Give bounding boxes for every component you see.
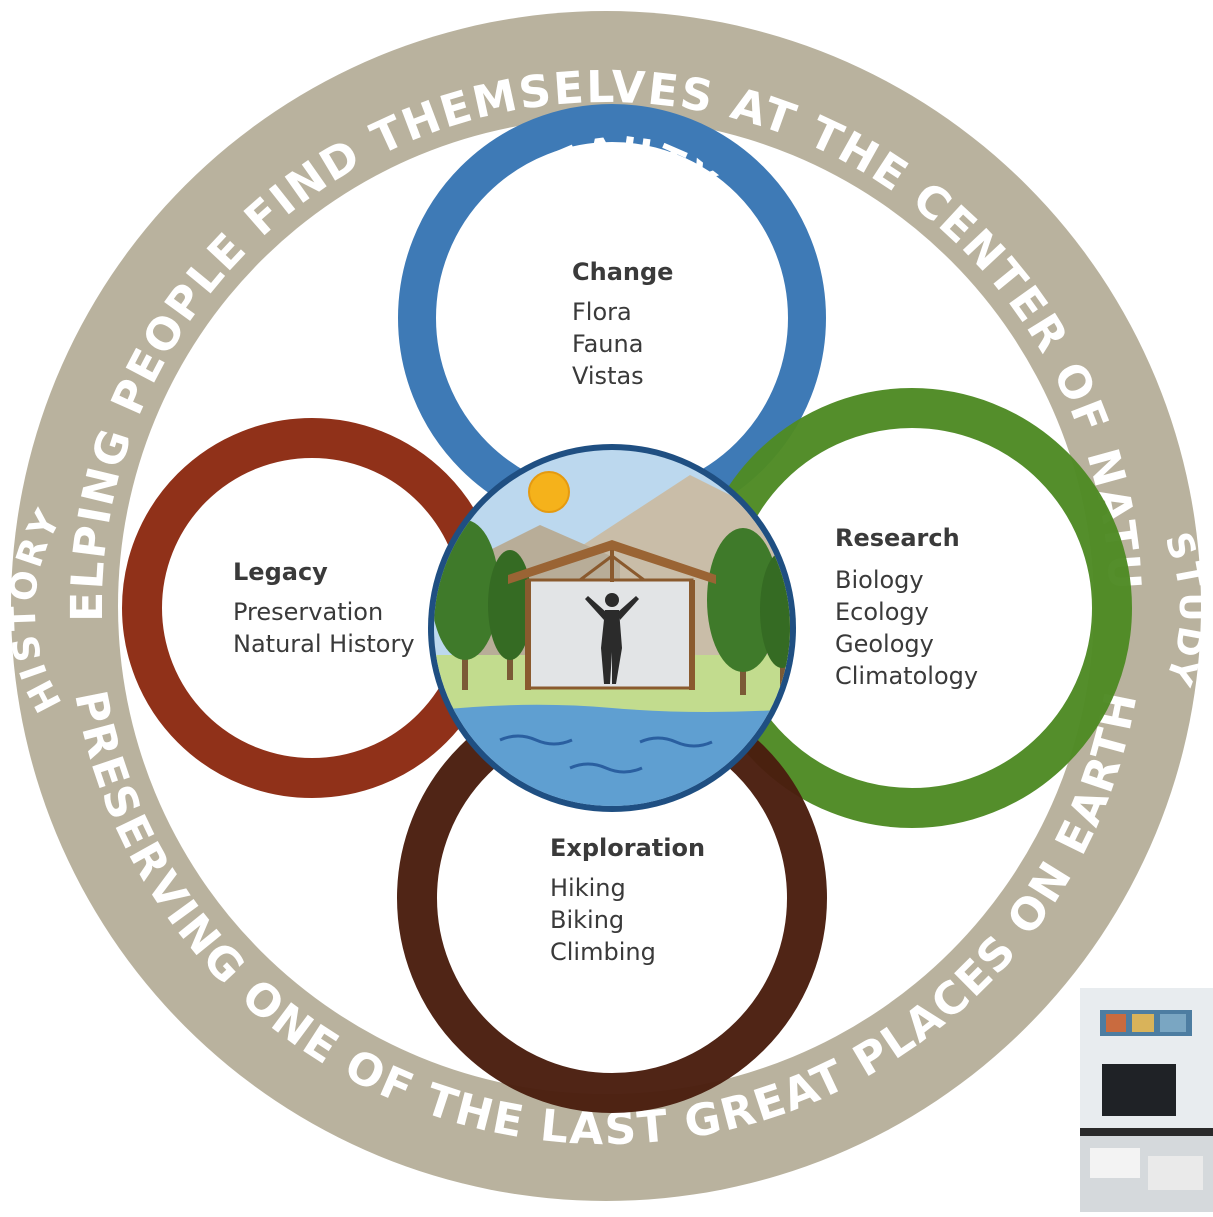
study-item: Biology	[835, 566, 924, 594]
beauty-item: Vistas	[572, 362, 644, 390]
study-heading: Research	[835, 524, 960, 552]
beauty-text-block: Change Flora Fauna Vistas	[572, 258, 673, 390]
adventure-item: Climbing	[550, 938, 656, 966]
sun-icon	[528, 471, 570, 513]
history-heading: Legacy	[233, 558, 328, 586]
history-item: Preservation	[233, 598, 383, 626]
beauty-item: Fauna	[572, 330, 643, 358]
adventure-text-block: Exploration Hiking Biking Climbing	[550, 834, 705, 966]
adventure-item: Biking	[550, 906, 624, 934]
room-photo-thumbnail	[1080, 988, 1213, 1212]
history-item: Natural History	[233, 630, 415, 658]
history-text-block: Legacy Preservation Natural History	[233, 558, 415, 658]
adventure-heading: Exploration	[550, 834, 705, 862]
study-item: Climatology	[835, 662, 978, 690]
room-photo-drawing	[1080, 988, 1213, 1212]
study-item: Ecology	[835, 598, 929, 626]
person-icon	[585, 593, 639, 684]
study-item: Geology	[835, 630, 934, 658]
beauty-heading: Change	[572, 258, 673, 286]
adventure-item: Hiking	[550, 874, 626, 902]
study-text-block: Research Biology Ecology Geology Climato…	[835, 524, 978, 690]
tree-icon	[707, 528, 790, 695]
beauty-item: Flora	[572, 298, 632, 326]
